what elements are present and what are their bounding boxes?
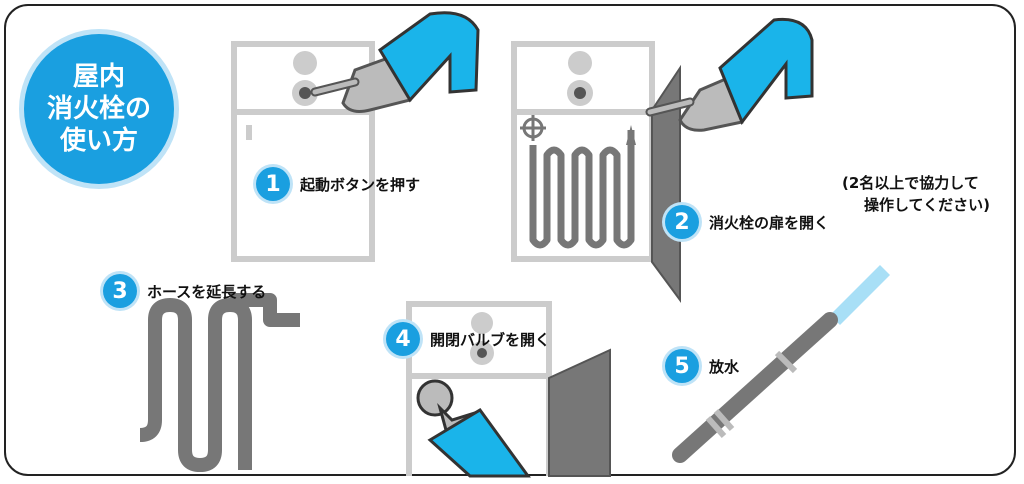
note-line-2: 操作してください) [864,196,990,214]
step-4: 4 開閉バルブを開く [386,322,550,356]
open-cabinet-door [651,64,681,304]
hand-opening-door-icon [645,17,814,132]
hand-turning-valve-icon [416,379,531,478]
title-line-3: 使い方 [59,126,138,156]
start-button-lamps-2 [567,51,593,106]
title-badge: 屋内 消火栓の 使い方 [24,34,174,184]
step-label: 消火栓の扉を開く [709,213,830,232]
step-number-badge: 1 [256,167,290,201]
step-label: 放水 [709,357,740,376]
step-label: ホースを延長する [147,282,267,301]
step-number-badge: 5 [665,349,699,383]
nozzle-spray-icon [672,265,890,463]
step-number-badge: 3 [103,274,137,308]
step-3: 3 ホースを延長する [103,274,266,308]
diagram-frame [4,4,1016,476]
valve-wheel-icon [520,115,546,141]
note-line-1: (2名以上で協力して [842,174,979,192]
step-5: 5 放水 [665,349,739,383]
start-button-lamps-1 [292,51,318,106]
step-1: 1 起動ボタンを押す [256,167,420,201]
open-cabinet-door-4 [548,348,611,477]
hydrant-cabinet-1 [231,41,375,262]
folded-hose-in-cabinet [529,125,636,249]
step-label: 開閉バルブを開く [430,330,551,349]
step-2: 2 消火栓の扉を開く [665,205,829,239]
step-number-badge: 2 [665,205,699,239]
step-number-badge: 4 [386,322,420,356]
hose-icon [139,293,300,472]
title-line-1: 屋内 [72,62,125,92]
step-label: 起動ボタンを押す [300,175,421,194]
title-line-2: 消火栓の [46,94,151,124]
start-button-lamps-4 [470,312,494,365]
cooperation-note: (2名以上で協力して 操作してください) [842,172,990,216]
hand-pressing-button-icon [310,11,480,113]
